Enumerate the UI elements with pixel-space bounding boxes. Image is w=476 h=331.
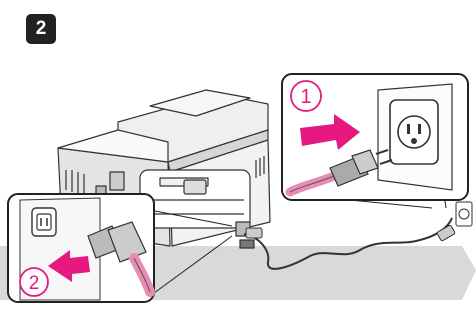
- cord-inlet-plug: [246, 228, 262, 238]
- callout-number-upper: 1: [300, 86, 311, 108]
- callout-number-lower: 2: [29, 273, 40, 294]
- callout-printer-inlet: 2: [8, 194, 154, 302]
- small-wall-outlet-icon: [456, 202, 472, 226]
- callout-wall-outlet: 1: [282, 74, 468, 200]
- cord-wall-plug: [437, 225, 456, 242]
- wall-outlet-icon: [378, 84, 452, 190]
